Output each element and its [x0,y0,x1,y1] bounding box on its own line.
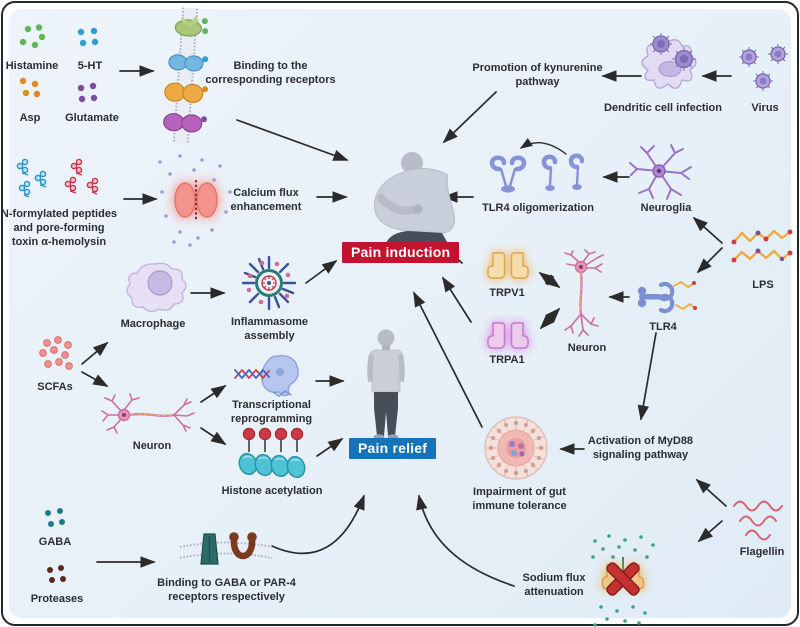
neuron-left-icon [101,393,196,437]
arrow-kynurenine-to-pain-induction [442,91,497,144]
trpv1-channel-icon [486,250,530,284]
par4-receptor [229,532,257,560]
sodium-channel-blocked-icon [583,533,665,627]
gut-label: Impairment of gut immune tolerance [472,486,567,512]
proteases-label: Proteases [30,593,84,605]
histamine-molecules-icon [18,24,48,50]
serotonin-label: 5-HT [77,60,103,72]
arrow-lps-to-tlr4 [696,247,723,274]
transcriptional-label: Transcriptional reprogramming [230,399,313,425]
gaba-label: GABA [38,536,72,548]
arrow-scfas-to-macrophage [81,341,109,365]
virus-label: Virus [751,102,779,114]
macrophage-icon [122,260,188,314]
kynurenine-label: Promotion of kynurenine pathway [472,62,603,88]
arrow-receptor-binding-to-pain-induction [236,119,349,161]
macrophage-label: Macrophage [120,318,186,330]
gaba-par4-membrane-icon [178,530,274,572]
arrow-flagellin-to-myd88 [695,478,727,507]
arrow-neuron-to-histone [200,427,227,445]
peptide-molecules-icon [12,158,104,200]
glutamate-molecules-icon [76,82,102,104]
receptor-orange [164,82,209,104]
arrow-gut-to-pain-induction [413,291,483,428]
arrow-lps-to-neuroglia [692,216,723,244]
gaba-par4-label: Binding to GABA or PAR-4 receptors respe… [157,577,296,603]
calcium-ions [158,154,232,247]
pain-induction-badge: Pain induction [342,242,460,264]
receptor-blue [168,54,209,72]
arrow-neuron-to-transcription [200,385,227,403]
flagellin-icon [730,496,792,544]
neuron-left-label: Neuron [132,440,172,452]
gut-icon [481,413,551,483]
gaba-molecules-icon [42,508,68,532]
arrow-neuron-trpa1 [539,307,561,330]
peptides-label: N-formylated peptides and pore-forming t… [0,208,118,248]
protease-molecules-icon [44,565,70,589]
arrow-trpa1-to-pain-induction [442,276,472,323]
neuron-right-label: Neuron [567,342,607,354]
virus-icon [737,44,793,94]
neuroglia-label: Neuroglia [640,202,692,214]
receptor-green [174,15,209,37]
tlr4-receptor-icon [637,278,697,316]
sodium-label: Sodium flux attenuation [522,572,586,598]
asp-label: Asp [19,112,41,124]
tlr4-oligomer-icon [487,148,592,200]
histone-label: Histone acetylation [221,485,323,497]
tlr4-olig-label: TLR4 oligomerization [482,202,594,214]
arrow-flagellin-to-sodium [697,520,723,543]
receptor-purple [163,113,208,133]
inflammasome-label: Inflammasome assembly [230,316,309,342]
pain-relief-badge: Pain relief [349,438,437,460]
virus-particle [739,47,759,67]
membrane-receptors-icon [153,6,220,146]
virus-particle [753,71,773,91]
lps-label: LPS [752,279,774,291]
serotonin-molecules-icon [76,27,102,49]
tlr4-label: TLR4 [649,321,677,333]
arrow-oligomerization-curve [519,137,567,155]
trpv1-label: TRPV1 [489,287,525,299]
sodium-ions [591,534,655,627]
neuron-right-icon [561,249,609,340]
arrow-sodium-to-pain-relief [416,494,515,587]
histamine-label: Histamine [5,60,59,72]
dendritic-label: Dendritic cell infection [604,102,722,114]
person-relieved-icon [362,328,410,440]
neuroglia-icon [627,143,699,203]
arrow-gabapar4-to-pain-relief [271,494,365,555]
person-in-pain-icon [352,148,472,248]
diagram-background [9,9,791,618]
scfas-icon [38,336,76,376]
gaba-receptor [200,533,219,565]
flagellin-label: Flagellin [739,546,785,558]
trpa1-label: TRPA1 [489,354,525,366]
arrow-tlr4-to-myd88 [637,332,657,421]
arrow-neuron-trpv1 [538,271,561,289]
glutamate-label: Glutamate [65,112,119,124]
arrow-inflammasome-to-pain-induction [305,259,338,284]
x-mark-icon [606,562,640,596]
binding-receptors-label: Binding to the corresponding receptors [205,60,336,86]
asp-molecules-icon [18,77,44,99]
arrow-histone-to-pain-relief [316,438,344,457]
arrow-scfas-to-neuron [81,371,109,387]
calcium-channel-icon [150,150,240,250]
transcription-icon [233,350,303,402]
scfas-label: SCFAs [37,381,73,393]
inflammasome-icon [240,254,298,312]
histone-icon [236,424,308,479]
trpa1-channel-icon [486,320,530,354]
virus-on-cell [650,33,696,71]
calcium-label: Calcium flux enhancement [230,187,302,213]
virus-particle [768,44,788,64]
dendritic-cell-icon [632,28,704,100]
myd88-label: Activation of MyD88 signaling pathway [587,435,694,461]
lps-icon [731,226,795,272]
